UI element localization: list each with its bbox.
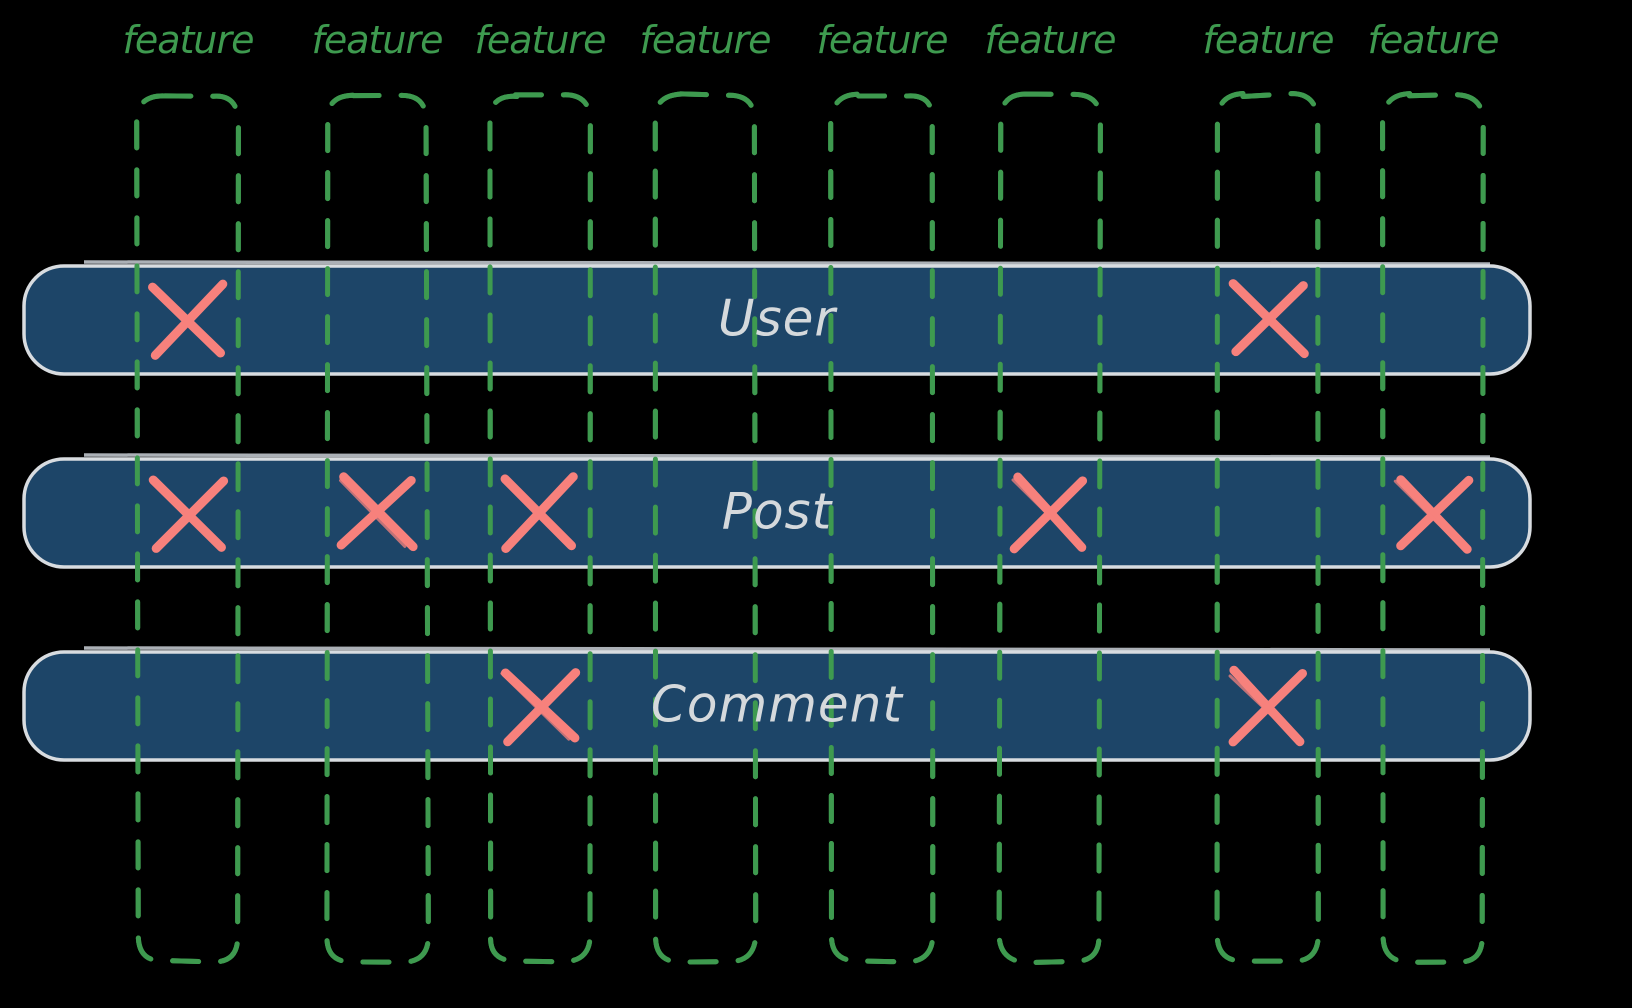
entity-bar-label: User xyxy=(718,290,838,348)
entity-bar-label: Comment xyxy=(651,676,904,734)
entity-bar-label: Post xyxy=(722,483,834,541)
feature-label-1: feature xyxy=(122,18,254,62)
feature-label-4: feature xyxy=(639,18,771,62)
feature-label-6: feature xyxy=(984,18,1116,62)
feature-label-2: feature xyxy=(311,18,443,62)
feature-label-7: feature xyxy=(1202,18,1334,62)
feature-label-5: feature xyxy=(816,18,948,62)
feature-label-3: feature xyxy=(474,18,606,62)
feature-label-8: feature xyxy=(1367,18,1499,62)
